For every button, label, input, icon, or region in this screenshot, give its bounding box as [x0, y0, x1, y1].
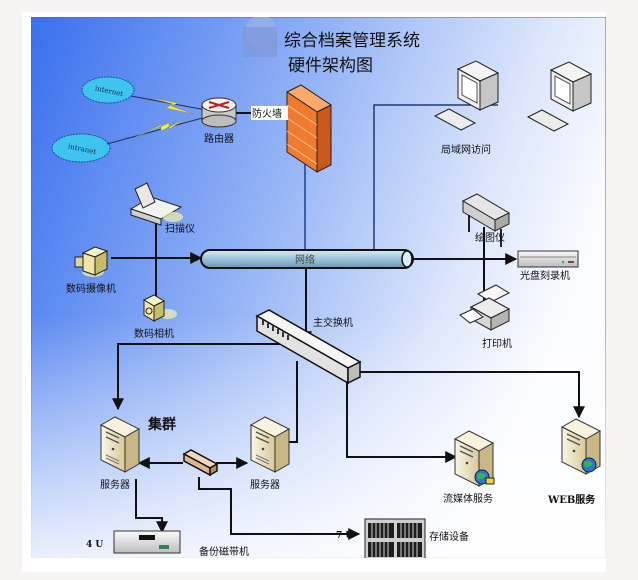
- printer-label: 打印机: [482, 337, 512, 350]
- cluster-hub-icon: [182, 449, 219, 477]
- disc-burner-icon: [517, 250, 579, 268]
- storage-label: 存储设备: [429, 530, 469, 543]
- cluster-label: 集群: [147, 416, 176, 433]
- scanner-icon: [129, 182, 183, 226]
- printer-icon: [459, 284, 511, 331]
- streaming-server-icon: [453, 430, 495, 487]
- storage-size-label: 7 U: [336, 531, 353, 541]
- storage-icon: [364, 518, 426, 558]
- server-mid-label: 服务器: [250, 478, 280, 491]
- network-label: 网络: [295, 253, 315, 266]
- network-pipe: [200, 249, 414, 269]
- camera-icon: [142, 294, 177, 322]
- tape-backup-icon: [113, 530, 181, 554]
- lightning-icon-internet: [130, 95, 207, 115]
- server-left-icon: [99, 416, 141, 473]
- architecture-diagram: 综合档案管理系统 硬件架构图: [31, 17, 606, 558]
- title-line-1: 综合档案管理系统: [284, 31, 420, 51]
- intranet-cloud: intranet: [51, 133, 111, 163]
- tape-size-label: 4 U: [86, 540, 103, 550]
- lan-access-label: 局域网访问: [441, 143, 491, 156]
- camcorder-icon: [74, 246, 109, 277]
- title-line-2: 硬件架构图: [288, 56, 373, 76]
- main-switch-icon: [255, 309, 362, 385]
- tape-backup-label: 备份磁带机: [199, 545, 249, 558]
- plotter-icon: [461, 193, 511, 247]
- firewall-label: 防火墙: [252, 107, 282, 120]
- server-left-label: 服务器: [100, 478, 130, 491]
- internet-cloud: internet: [81, 76, 135, 104]
- router-icon: [201, 97, 237, 128]
- camera-label: 数码相机: [134, 327, 174, 340]
- blurred-logo: [243, 17, 277, 57]
- lightning-icon-intranet: [106, 116, 207, 145]
- plotter-label: 绘图仪: [475, 231, 505, 244]
- media-folder-icon: [485, 477, 495, 485]
- computer-icon-1: [433, 60, 500, 131]
- scanner-label: 扫描仪: [165, 222, 195, 235]
- streaming-server-label: 流媒体服务: [443, 492, 493, 505]
- firewall-icon: [286, 84, 332, 173]
- computer-icon-2: [526, 61, 593, 132]
- web-server-icon: [560, 418, 602, 475]
- server-mid-icon: [249, 416, 291, 473]
- web-server-label: WEB服务: [547, 493, 596, 506]
- router-label: 路由器: [204, 132, 234, 145]
- main-switch-label: 主交换机: [313, 316, 353, 329]
- camcorder-label: 数码摄像机: [66, 282, 116, 295]
- disc-burner-label: 光盘刻录机: [520, 269, 570, 282]
